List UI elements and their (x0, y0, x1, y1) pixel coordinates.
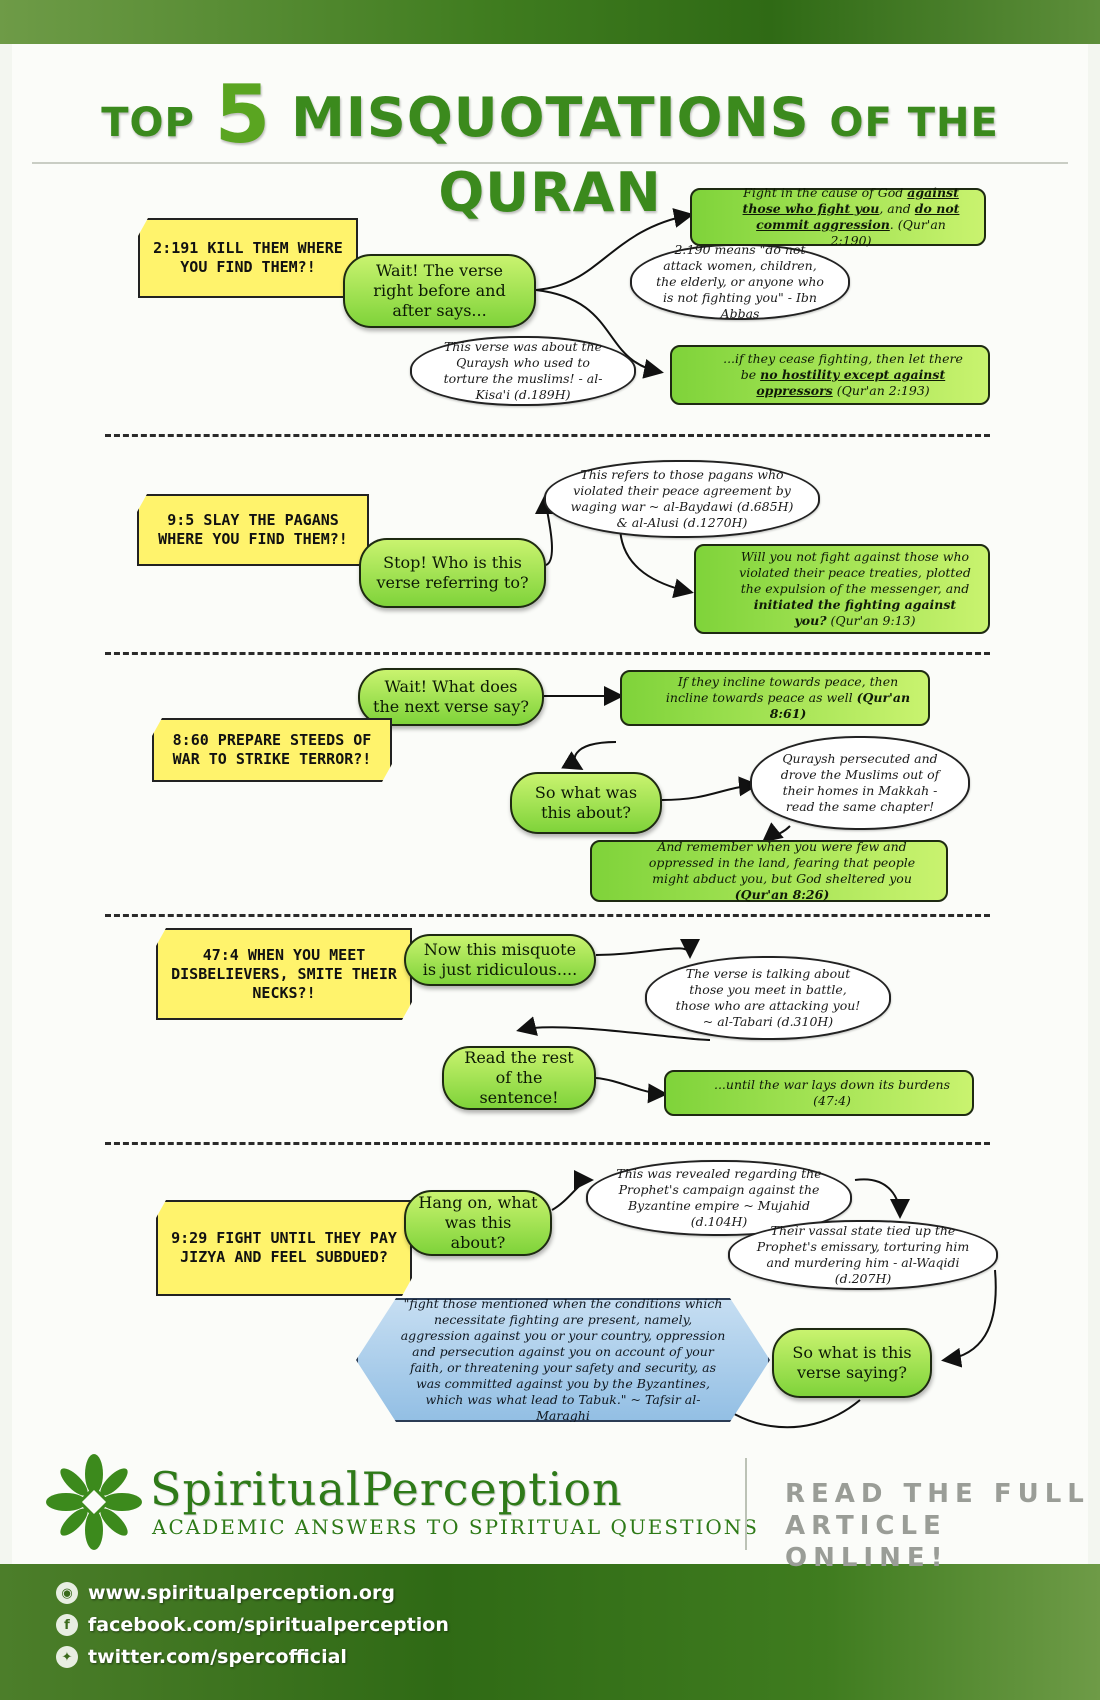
website-link[interactable]: ◉ www.spiritualperception.org (56, 1582, 395, 1604)
response-verse-saying: So what is this verse saying? (772, 1328, 932, 1398)
claim-2-191: 2:191 KILL THEM WHERE YOU FIND THEM?! (138, 218, 358, 298)
claim-9-29: 9:29 FIGHT UNTIL THEY PAY JIZYA AND FEEL… (156, 1200, 412, 1296)
section-divider-2 (105, 652, 990, 655)
claim-8-60: 8:60 PREPARE STEEDS OF WAR TO STRIKE TER… (152, 718, 392, 782)
spiritualperception-logo (46, 1454, 142, 1550)
response-hang-on: Hang on, what was this about? (404, 1190, 552, 1256)
facebook-link[interactable]: f facebook.com/spiritualperception (56, 1614, 449, 1636)
globe-icon: ◉ (56, 1582, 78, 1604)
bottom-banner (0, 1564, 1100, 1700)
cloud-al-waqidi: Their vassal state tied up the Prophet's… (728, 1220, 998, 1290)
brand-name: SpiritualPerception (150, 1462, 623, 1516)
page-title: TOP 5 MISQUOTATIONS OF THE QURAN (0, 68, 1100, 224)
title-divider (32, 162, 1068, 164)
title-of-the: OF THE (829, 100, 999, 146)
quote-2-193: ...if they cease fighting, then let ther… (670, 345, 990, 405)
response-wait-before-after: Wait! The verse right before and after s… (343, 254, 536, 328)
footer-vertical-rule (745, 1458, 747, 1550)
section-divider-3 (105, 914, 990, 917)
title-prefix: TOP (101, 100, 195, 146)
response-rest-of-sentence: Read the rest of the sentence! (442, 1046, 596, 1110)
response-next-verse: Wait! What does the next verse say? (358, 668, 544, 726)
claim-9-5: 9:5 SLAY THE PAGANS WHERE YOU FIND THEM?… (137, 494, 369, 566)
octagon-al-maraghi: "fight those mentioned when the conditio… (356, 1298, 770, 1422)
title-main: MISQUOTATIONS (291, 86, 810, 149)
cloud-ibn-abbas: 2:190 means "do not attack women, childr… (630, 242, 850, 321)
quote-8-61: If they incline towards peace, then incl… (620, 670, 930, 726)
section-divider-1 (105, 434, 990, 437)
top-banner (0, 0, 1100, 44)
cloud-al-baydawi: This refers to those pagans who violated… (544, 460, 820, 538)
claim-47-4: 47:4 WHEN YOU MEET DISBELIEVERS, SMITE T… (156, 928, 412, 1020)
response-ridiculous: Now this misquote is just ridiculous.... (404, 934, 596, 986)
facebook-icon: f (56, 1614, 78, 1636)
read-more-text[interactable]: READ THE FULL ARTICLE ONLINE! (785, 1479, 1090, 1573)
response-stop-who: Stop! Who is this verse referring to? (359, 538, 546, 608)
twitter-link[interactable]: ✦ twitter.com/spercofficial (56, 1646, 347, 1668)
quote-2-190: Fight in the cause of God against those … (690, 185, 986, 248)
cloud-al-kisai: This verse was about the Quraysh who use… (410, 336, 636, 406)
cloud-quraysh-makkah: Quraysh persecuted and drove the Muslims… (750, 736, 970, 830)
quote-9-13: Will you not fight against those who vio… (694, 544, 990, 634)
quote-8-26: And remember when you were few and oppre… (590, 839, 948, 902)
title-number: 5 (214, 68, 272, 161)
response-what-about: So what was this about? (510, 772, 662, 834)
brand-tagline: ACADEMIC ANSWERS TO SPIRITUAL QUESTIONS (152, 1515, 759, 1539)
twitter-icon: ✦ (56, 1646, 78, 1668)
section-divider-4 (105, 1142, 990, 1145)
title-end: QURAN (438, 161, 662, 224)
quote-47-4: ...until the war lays down its burdens (… (664, 1070, 974, 1116)
cloud-al-tabari: The verse is talking about those you mee… (645, 956, 891, 1040)
